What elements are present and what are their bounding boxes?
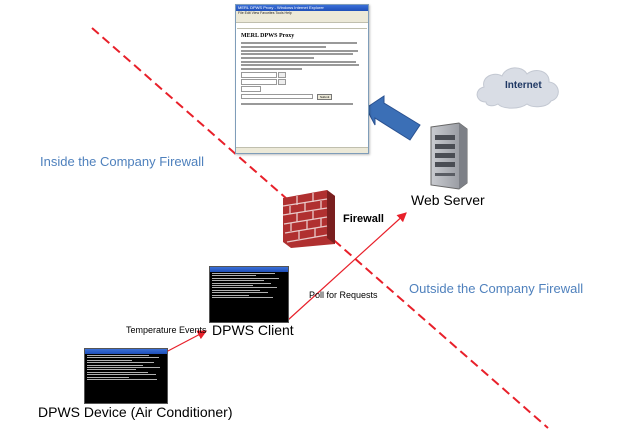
internet-cloud bbox=[476, 67, 559, 109]
browser-status-bar bbox=[236, 147, 368, 153]
firewall-icon bbox=[282, 190, 335, 248]
browser-content: MERL DPWS Proxy Submit bbox=[236, 29, 368, 111]
browser-form-row bbox=[241, 85, 363, 92]
browser-address-bar bbox=[237, 23, 367, 29]
browser-input[interactable] bbox=[241, 78, 277, 85]
browser-text-block bbox=[241, 60, 363, 70]
big-arrow-to-browser bbox=[365, 95, 421, 141]
browser-submit-button[interactable]: Submit bbox=[317, 93, 333, 100]
arrow-client-to-server bbox=[287, 212, 407, 321]
dpws-client-console bbox=[209, 266, 289, 323]
internet-label: Internet bbox=[505, 80, 542, 91]
browser-window: MERL DPWS Proxy - Windows Internet Explo… bbox=[235, 4, 369, 154]
browser-form-row bbox=[241, 71, 363, 78]
console-title-bar bbox=[210, 267, 288, 272]
browser-page-heading: MERL DPWS Proxy bbox=[241, 33, 295, 39]
dpws-device-label: DPWS Device (Air Conditioner) bbox=[38, 404, 233, 420]
browser-select[interactable] bbox=[278, 78, 286, 85]
temperature-events-label: Temperature Events bbox=[126, 325, 207, 335]
browser-text-block bbox=[241, 49, 363, 59]
inside-zone-label: Inside the Company Firewall bbox=[40, 154, 205, 169]
outside-zone-label: Outside the Company Firewall bbox=[409, 281, 584, 296]
browser-select[interactable] bbox=[278, 71, 286, 78]
browser-input[interactable] bbox=[241, 71, 277, 78]
browser-input[interactable] bbox=[241, 85, 261, 92]
dpws-device-console bbox=[84, 348, 168, 404]
browser-title-bar: MERL DPWS Proxy - Windows Internet Explo… bbox=[236, 5, 368, 11]
browser-footer-text bbox=[241, 102, 363, 105]
console-title-bar bbox=[85, 349, 167, 354]
web-server-label: Web Server bbox=[411, 192, 485, 208]
browser-text-block bbox=[241, 42, 363, 48]
firewall-label: Firewall bbox=[343, 213, 384, 225]
browser-toolbar bbox=[236, 16, 368, 23]
browser-menu-bar: File Edit View Favorites Tools Help bbox=[236, 11, 368, 16]
firewall-boundary-line bbox=[91, 27, 549, 429]
browser-form-row: Submit bbox=[241, 93, 363, 100]
browser-input[interactable] bbox=[241, 93, 313, 99]
poll-for-requests-label: Poll for Requests bbox=[309, 290, 378, 300]
arrow-device-to-client bbox=[165, 330, 208, 353]
browser-form-row bbox=[241, 78, 363, 85]
dpws-client-label: DPWS Client bbox=[212, 322, 294, 338]
server-icon bbox=[430, 122, 468, 190]
